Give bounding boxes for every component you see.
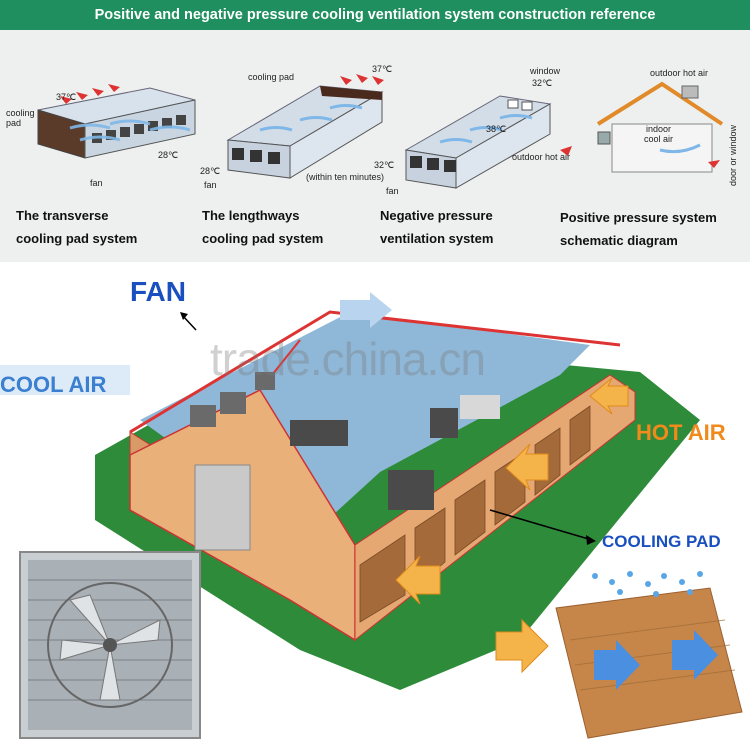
title-banner [0, 0, 750, 30]
transverse-cool-temp: 28℃ [158, 150, 179, 160]
transverse-hot-temp: 37℃ [56, 92, 77, 102]
lengthways-caption-line1: The lengthways [202, 208, 300, 223]
positive-caption: Positive pressure system schematic diagr… [560, 206, 717, 252]
positive-door-label: door or window [728, 124, 738, 186]
positive-outdoor-label: outdoor hot air [650, 68, 709, 78]
cooling-pad-pointer [489, 509, 593, 541]
transverse-pad-label: cooling pad [6, 108, 35, 128]
negative-inside-temp: 38℃ [486, 124, 507, 134]
positive-indoor-label: indoor cool air [644, 124, 673, 144]
lengthways-hot-temp: 37℃ [372, 64, 393, 74]
negative-window-label: window [530, 66, 561, 76]
transverse-caption: The transverse cooling pad system [16, 204, 137, 250]
positive-indoor-line2: cool air [644, 134, 674, 144]
lengthways-note: (within ten minutes) [306, 172, 385, 182]
watermark: trade.china.cn [210, 333, 486, 385]
negative-pressure-system-illustration [404, 95, 572, 189]
lengthways-pad-label: cooling pad [248, 72, 295, 82]
negative-window-temp: 32℃ [532, 78, 553, 88]
negative-fan-label: fan [386, 186, 399, 196]
negative-caption-line2: ventilation system [380, 231, 494, 246]
banner-title: Positive and negative pressure cooling v… [94, 7, 656, 23]
lengthways-fan-label: fan [204, 180, 217, 190]
transverse-caption-line1: The transverse [16, 208, 109, 223]
exhaust-fan-photo [19, 551, 201, 739]
cool-air-label: COOL AIR [0, 372, 107, 397]
positive-indoor-line1: indoor [645, 124, 672, 134]
negative-caption-line1: Negative pressure [380, 208, 493, 223]
negative-fan-temp: 32℃ [374, 160, 395, 170]
negative-outdoor-label: outdoor hot air [512, 152, 571, 162]
cooling-pad-sample [555, 571, 743, 739]
workshop-illustration [95, 292, 700, 690]
lengthways-caption-line2: cooling pad system [202, 231, 324, 246]
positive-caption-line1: Positive pressure system [560, 210, 717, 225]
transverse-system-illustration [37, 84, 196, 159]
negative-caption: Negative pressure ventilation system [380, 204, 493, 250]
positive-pressure-system-illustration [596, 81, 724, 173]
fan-label: FAN [130, 276, 186, 307]
cooling-pad-label: COOLING PAD [602, 532, 721, 551]
lengthways-caption: The lengthways cooling pad system [202, 204, 323, 250]
lengthways-cool-temp: 28℃ [200, 166, 221, 176]
positive-caption-line2: schematic diagram [560, 233, 678, 248]
hot-air-label: HOT AIR [636, 420, 726, 445]
transverse-caption-line2: cooling pad system [16, 231, 138, 246]
lengthways-system-illustration [226, 74, 384, 179]
transverse-fan-label: fan [90, 178, 103, 188]
